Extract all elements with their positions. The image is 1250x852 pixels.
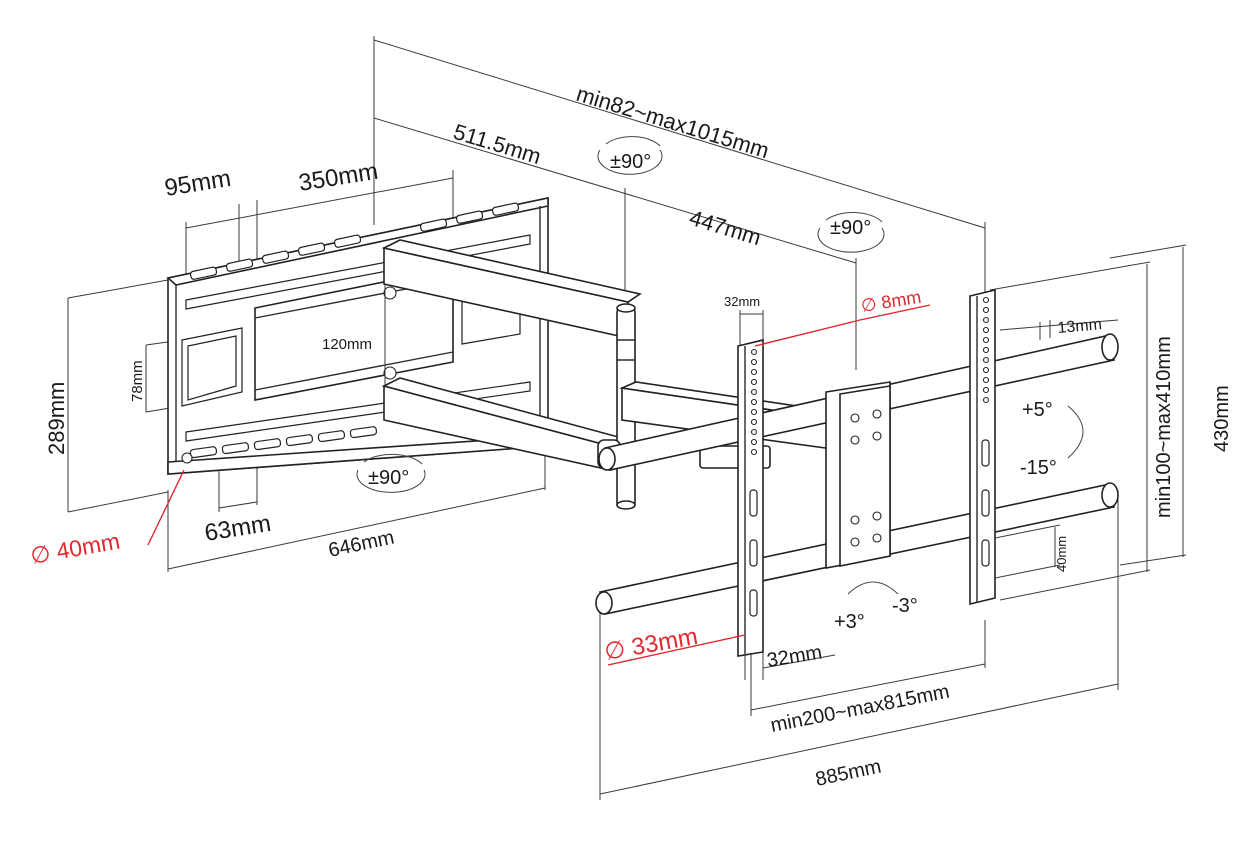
label-rail-slot-13: 13mm — [1057, 316, 1103, 337]
label-tilt-up: +5° — [1022, 399, 1053, 421]
swivel-indicator-mid — [817, 211, 885, 253]
label-arm-long: 511.5mm — [451, 119, 544, 169]
wall-slots-row — [189, 202, 520, 459]
label-63mm: 63mm — [203, 510, 273, 547]
label-frame-height: 430mm — [1211, 385, 1233, 452]
label-swivel-bottom: ±90° — [368, 467, 409, 489]
swivel-indicator-bottom — [356, 453, 426, 493]
label-bracket-width-top: 32mm — [724, 294, 760, 309]
center-plate — [825, 381, 891, 569]
red-callouts — [147, 304, 931, 666]
vertical-bracket-left — [737, 338, 764, 657]
label-120mm: 120mm — [322, 336, 372, 353]
label-78mm: 78mm — [129, 360, 146, 402]
label-frame-width: 885mm — [813, 756, 883, 791]
label-bracket-hole-dia: ∅ 8mm — [859, 287, 922, 316]
label-wall-hole-dia: ∅ 40mm — [28, 528, 121, 569]
label-swivel-mid: ±90° — [830, 217, 871, 239]
label-swivel-top: ±90° — [610, 151, 651, 173]
label-vesa-horizontal: min200~max815mm — [769, 681, 952, 737]
label-bracket-width-bottom: 32mm — [765, 642, 823, 672]
tilt-indicator — [1067, 405, 1084, 459]
label-vesa-vertical: min100~max410mm — [1153, 336, 1175, 518]
dimension-lines — [67, 36, 1187, 800]
label-rail-hole-dia: ∅ 33mm — [602, 623, 700, 666]
label-total-reach: min82~max1015mm — [574, 81, 773, 163]
level-indicator — [847, 581, 899, 595]
label-rail-slot-40: 40mm — [1054, 536, 1069, 572]
label-646mm: 646mm — [326, 527, 396, 562]
label-level-plus: +3° — [834, 611, 865, 633]
label-350mm: 350mm — [297, 158, 380, 197]
vertical-bracket-right — [969, 288, 996, 606]
swivel-indicator-top — [597, 136, 663, 175]
label-tilt-down: -15° — [1020, 457, 1057, 479]
label-arm-short: 447mm — [687, 205, 764, 250]
label-95mm: 95mm — [163, 165, 233, 202]
label-289mm: 289mm — [44, 382, 69, 455]
label-level-minus: -3° — [892, 595, 918, 617]
